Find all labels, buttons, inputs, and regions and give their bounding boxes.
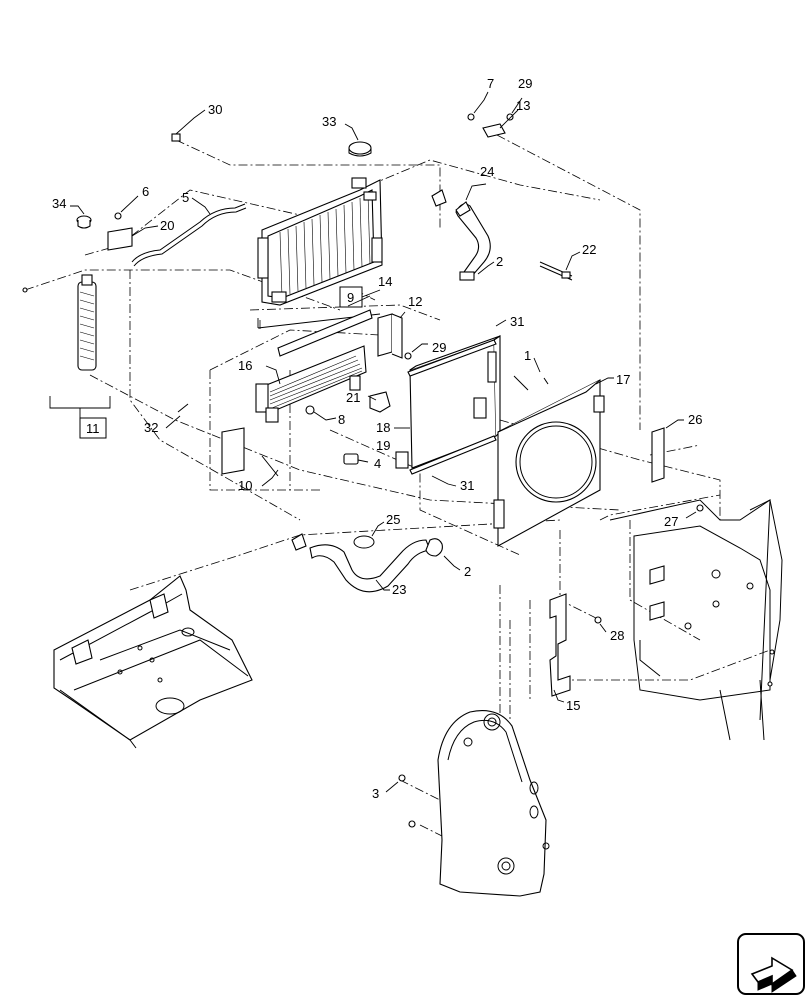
callout-29b: 29 — [432, 340, 446, 355]
callout-21: 21 — [346, 390, 360, 405]
callout-29a: 29 — [518, 76, 532, 91]
callout-1: 1 — [524, 348, 531, 363]
callout-4: 4 — [374, 456, 381, 471]
upper-hose-24 — [431, 183, 491, 281]
radiator-assembly — [257, 177, 383, 306]
spacer-19 — [395, 451, 409, 469]
bracket-15 — [549, 593, 607, 703]
cap-34 — [70, 205, 92, 229]
radiator-cap-33 — [344, 123, 372, 157]
seal-strip-14 — [277, 295, 373, 357]
floor-pan-chassis — [53, 575, 253, 749]
hose-5 — [131, 197, 247, 267]
bracket-13 — [467, 91, 523, 138]
right-frame-panel — [609, 499, 783, 741]
callout-20: 20 — [160, 218, 174, 233]
fan-shroud-17 — [493, 377, 614, 547]
callout-6: 6 — [142, 184, 149, 199]
callout-5: 5 — [182, 190, 189, 205]
callout-24: 24 — [480, 164, 494, 179]
callout-12: 12 — [408, 294, 422, 309]
callout-7: 7 — [487, 76, 494, 91]
assembly-lines — [24, 134, 771, 851]
callout-18: 18 — [376, 420, 390, 435]
fitting-8 — [305, 405, 337, 421]
callout-19: 19 — [376, 438, 390, 453]
fastener-3 — [385, 774, 416, 828]
fastener-27 — [685, 504, 704, 519]
tie-22 — [539, 251, 581, 281]
elbow-21 — [367, 391, 391, 413]
callout-16: 16 — [238, 358, 252, 373]
callout-28: 28 — [610, 628, 624, 643]
reservoir-11 — [22, 274, 111, 439]
condenser-18 — [394, 334, 501, 469]
bracket-10 — [221, 427, 279, 487]
callout-34: 34 — [52, 196, 66, 211]
callout-30: 30 — [208, 102, 222, 117]
fastener-29b — [404, 343, 428, 360]
lift-arm — [437, 710, 550, 897]
callout-3: 3 — [372, 786, 379, 801]
callout-31a: 31 — [510, 314, 524, 329]
clamp-2b — [443, 555, 461, 571]
callout-15: 15 — [566, 698, 580, 713]
clamp-25 — [353, 521, 385, 549]
bracket-26 — [651, 419, 684, 483]
callout-2a: 2 — [496, 254, 503, 269]
callout-13: 13 — [516, 98, 530, 113]
seal-31a — [407, 319, 507, 377]
seal-31b — [409, 435, 497, 487]
callout-box-9-label: 9 — [347, 290, 354, 305]
callout-33: 33 — [322, 114, 336, 129]
callout-labels: 30 33 7 29 13 24 34 6 5 20 22 2 9 14 12 … — [52, 76, 702, 801]
callout-27: 27 — [664, 514, 678, 529]
callout-10: 10 — [238, 478, 252, 493]
callout-32: 32 — [144, 420, 158, 435]
callout-25: 25 — [386, 512, 400, 527]
callout-17: 17 — [616, 372, 630, 387]
callout-2b: 2 — [464, 564, 471, 579]
callout-14: 14 — [378, 274, 392, 289]
bolt-30 — [171, 109, 206, 142]
next-page-arrow-icon[interactable] — [737, 933, 805, 995]
lower-hose-23 — [291, 533, 443, 593]
bracket-20 — [107, 225, 159, 251]
fastener-32 — [165, 403, 189, 429]
clamp-2a — [477, 261, 495, 275]
bracket-12 — [377, 311, 406, 359]
callout-26: 26 — [688, 412, 702, 427]
callout-22: 22 — [582, 242, 596, 257]
callout-23: 23 — [392, 582, 406, 597]
callout-box-11-label: 11 — [86, 421, 100, 436]
fastener-6 — [114, 195, 139, 220]
fitting-4 — [343, 453, 369, 465]
oil-cooler-16 — [255, 345, 367, 423]
callout-31b: 31 — [460, 478, 474, 493]
fastener-1 — [513, 357, 549, 391]
callout-8: 8 — [338, 412, 345, 427]
